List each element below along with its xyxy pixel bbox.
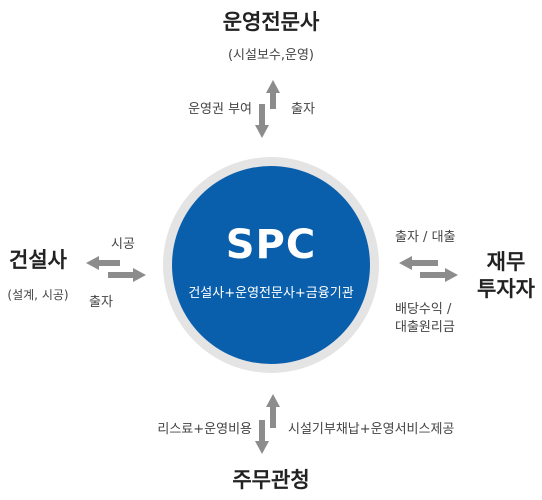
top-flow-label-right: 출자: [291, 102, 315, 117]
top-node-subtitle: (시설보수,운영): [227, 48, 315, 63]
right-node-title-line1: 재무: [486, 250, 526, 274]
top-node-title: 운영전문사: [222, 10, 320, 34]
right-arrow-left: [399, 256, 438, 270]
top-flow-label-left: 운영권 부여: [188, 102, 252, 117]
spc-core-circle: [172, 166, 370, 364]
bottom-arrow-up: [266, 394, 280, 428]
left-flow-label-top: 시공: [111, 237, 135, 252]
bottom-flow-label-left: 리스료+운영비용: [157, 422, 252, 437]
left-arrow-left: [86, 256, 120, 270]
spc-subtitle: 건설사+운영전문사+금융기관: [188, 286, 354, 301]
left-arrow-right: [108, 268, 146, 282]
top-arrow-up: [266, 80, 280, 109]
right-flow-label-bottom-line2: 대출원리금: [395, 320, 455, 335]
right-arrow-right: [420, 268, 458, 282]
left-node-subtitle: (설계, 시공): [7, 288, 69, 302]
left-node-title: 건설사: [9, 248, 67, 272]
right-flow-label-top: 출자 / 대출: [395, 230, 456, 245]
right-node-title-line2: 투자자: [477, 277, 535, 301]
spc-title: SPC: [225, 222, 317, 268]
bottom-arrow-down: [255, 420, 269, 454]
left-flow-label-bottom: 출자: [89, 295, 113, 310]
right-flow-label-bottom-line1: 배당수익 /: [395, 302, 452, 317]
top-arrow-down: [255, 104, 269, 138]
bottom-node-title: 주무관청: [232, 468, 310, 492]
bottom-flow-label-right: 시설기부채납+운영서비스제공: [288, 422, 455, 437]
